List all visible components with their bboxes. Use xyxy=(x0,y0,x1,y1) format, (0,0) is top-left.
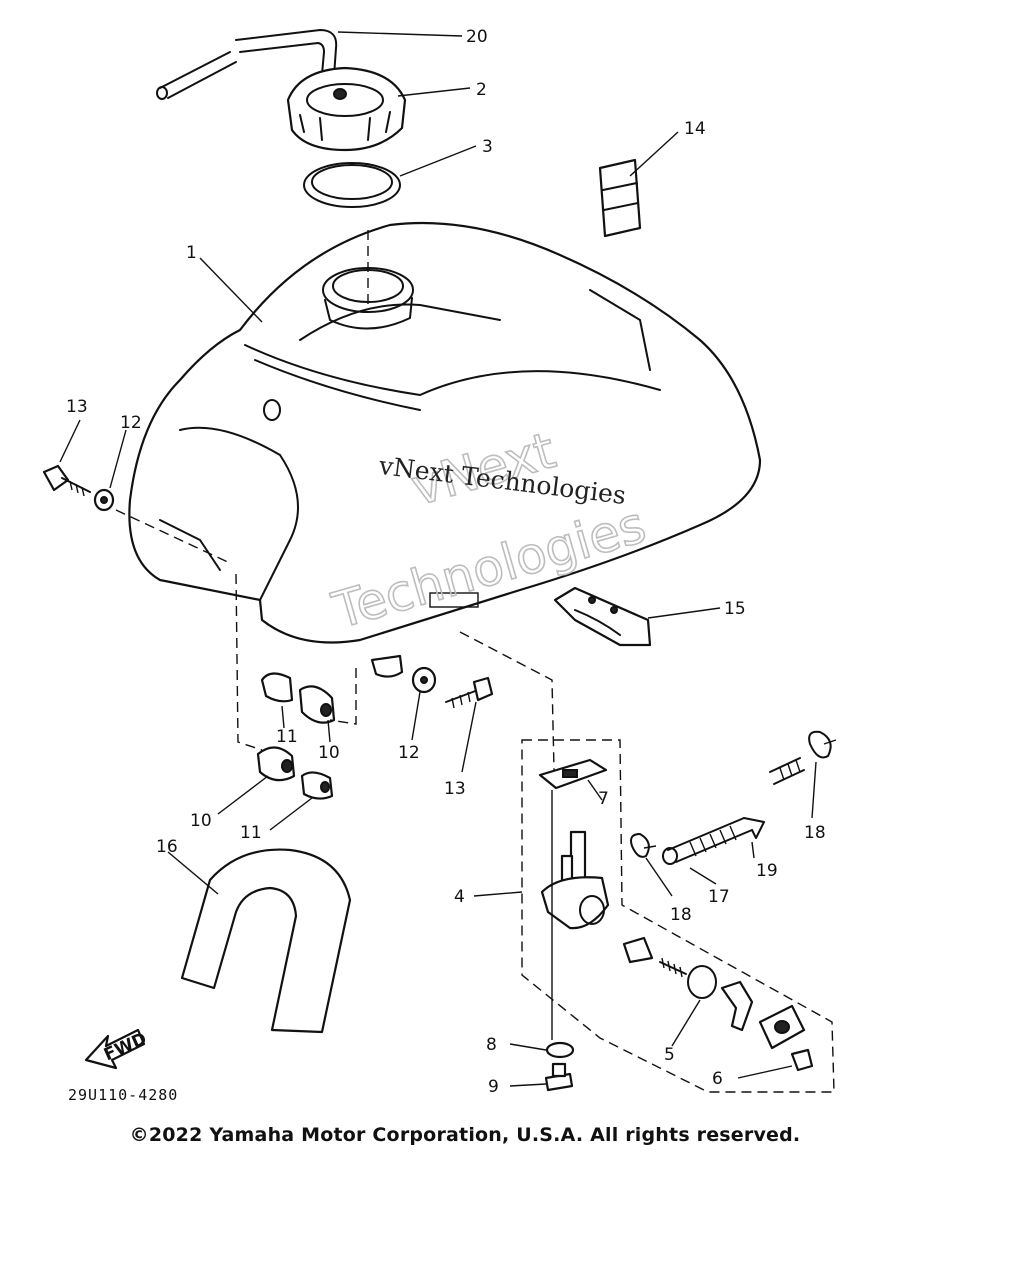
callout-3: 3 xyxy=(482,137,493,157)
callout-12-right: 12 xyxy=(398,743,420,763)
part-16-strap xyxy=(180,848,352,1034)
fwd-label: FWD xyxy=(101,1029,150,1065)
callout-13-left: 13 xyxy=(66,397,88,417)
callout-20: 20 xyxy=(466,27,488,47)
callout-18-right: 18 xyxy=(804,823,826,843)
leader-lines xyxy=(59,31,817,1087)
part-10-grommet-upper xyxy=(298,685,336,724)
part-13-bolt-left xyxy=(42,464,91,497)
copyright-notice: ©2022 Yamaha Motor Corporation, U.S.A. A… xyxy=(129,1124,801,1146)
callout-13-right: 13 xyxy=(444,779,466,799)
part-12-washer-right xyxy=(411,666,437,694)
callout-2: 2 xyxy=(476,80,487,100)
part-2-fuel-cap xyxy=(286,66,407,152)
callout-10-upper: 10 xyxy=(318,743,340,763)
callout-10-lower: 10 xyxy=(190,811,212,831)
callout-4: 4 xyxy=(454,887,465,907)
part-13-bolt-right xyxy=(445,676,494,709)
callout-15: 15 xyxy=(724,599,746,619)
part-11-collar-lower xyxy=(300,771,334,800)
callout-numbers: 20 2 3 14 1 13 12 15 11 10 12 13 7 10 11… xyxy=(66,27,826,1097)
callout-16: 16 xyxy=(156,837,178,857)
tank-mount-stub xyxy=(370,654,404,678)
part-15-bracket xyxy=(553,586,652,647)
part-18-clip-left xyxy=(630,833,657,858)
callout-14: 14 xyxy=(684,119,706,139)
callout-11-lower: 11 xyxy=(240,823,262,843)
callout-9: 9 xyxy=(488,1077,499,1097)
callout-1: 1 xyxy=(186,243,197,263)
part-17-19-hose-spring xyxy=(662,757,805,865)
fwd-arrow-icon: FWD xyxy=(84,1028,150,1070)
part-3-gasket xyxy=(303,162,401,208)
callout-5: 5 xyxy=(664,1045,675,1065)
part-11-collar-upper xyxy=(260,672,294,703)
part-1-fuel-tank xyxy=(128,221,762,644)
callout-18-left: 18 xyxy=(670,905,692,925)
callout-6: 6 xyxy=(712,1069,723,1089)
part-20-vent-hose xyxy=(156,29,338,100)
part-14-damper xyxy=(598,158,642,238)
part-10-grommet-lower xyxy=(256,746,296,782)
callout-17: 17 xyxy=(708,887,730,907)
callout-11-upper: 11 xyxy=(276,727,298,747)
part-12-washer-left xyxy=(93,488,115,512)
part-18-clip-right xyxy=(808,730,837,759)
callout-7: 7 xyxy=(598,789,609,809)
callout-12-left: 12 xyxy=(120,413,142,433)
callout-8: 8 xyxy=(486,1035,497,1055)
callout-19: 19 xyxy=(756,861,778,881)
part-4-fuel-cock-assembly xyxy=(521,739,835,1093)
drawing-code: 29U110-4280 xyxy=(68,1086,178,1104)
